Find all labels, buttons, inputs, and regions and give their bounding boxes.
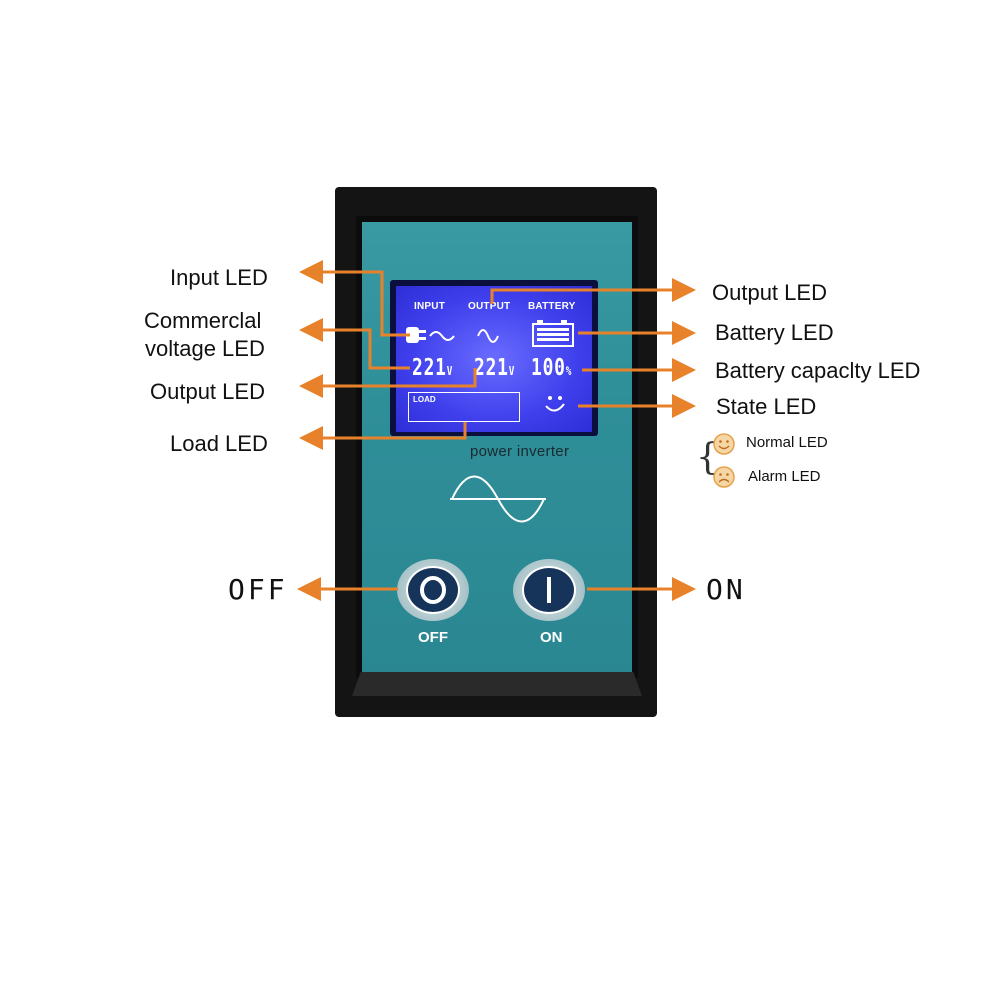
smiley-face-icon	[545, 396, 565, 412]
legend-alarm-led: Alarm LED	[748, 468, 821, 485]
power-on-icon	[547, 577, 551, 603]
on-button-label: ON	[540, 629, 563, 646]
callout-output-led-left: Output LED	[150, 379, 265, 404]
callout-commercial-voltage-2: voltage LED	[145, 336, 265, 361]
arrow-commercial-voltage	[299, 318, 410, 370]
legend-normal-led: Normal LED	[746, 434, 828, 451]
sine-wave-icon	[477, 329, 499, 343]
arrow-output-led-left	[299, 368, 477, 398]
battery-icon	[532, 320, 574, 347]
lcd-input-header: INPUT	[414, 301, 445, 312]
lcd-output-header: OUTPUT	[468, 301, 511, 312]
callout-battery-capacity: Battery capaclty LED	[715, 358, 921, 383]
plug-icon	[406, 327, 455, 343]
power-off-icon	[420, 576, 446, 604]
callout-battery-led: Battery LED	[715, 320, 834, 345]
callout-on: ON	[706, 573, 746, 606]
lcd-battery-capacity: 100%	[531, 355, 573, 381]
callout-input-led: Input LED	[170, 265, 268, 290]
callout-output-led-right: Output LED	[712, 280, 827, 305]
lcd-load-bar: LOAD	[408, 392, 520, 422]
lcd-input-voltage: 221V	[412, 355, 454, 381]
legend-brace: {	[696, 437, 719, 478]
callout-state-led: State LED	[716, 394, 817, 419]
callout-commercial-voltage-1: Commerclal	[144, 308, 262, 333]
on-button[interactable]	[522, 566, 576, 614]
device-bottom-lip	[352, 672, 642, 696]
arrow-load-led	[299, 422, 467, 450]
lcd-output-voltage: 221V	[474, 355, 516, 381]
arrow-output-led-right	[490, 278, 696, 304]
off-button[interactable]	[406, 566, 460, 614]
normal-smiley-icon	[713, 433, 735, 455]
sine-wave-logo-icon	[450, 475, 546, 523]
alarm-sad-face-icon	[713, 466, 735, 488]
lcd-battery-header: BATTERY	[528, 301, 576, 312]
callout-off: OFF	[228, 573, 288, 606]
off-button-label: OFF	[418, 629, 448, 646]
callout-load-led: Load LED	[170, 431, 268, 456]
arrow-input-led	[299, 260, 410, 337]
brand-text: power inverter	[470, 443, 570, 460]
